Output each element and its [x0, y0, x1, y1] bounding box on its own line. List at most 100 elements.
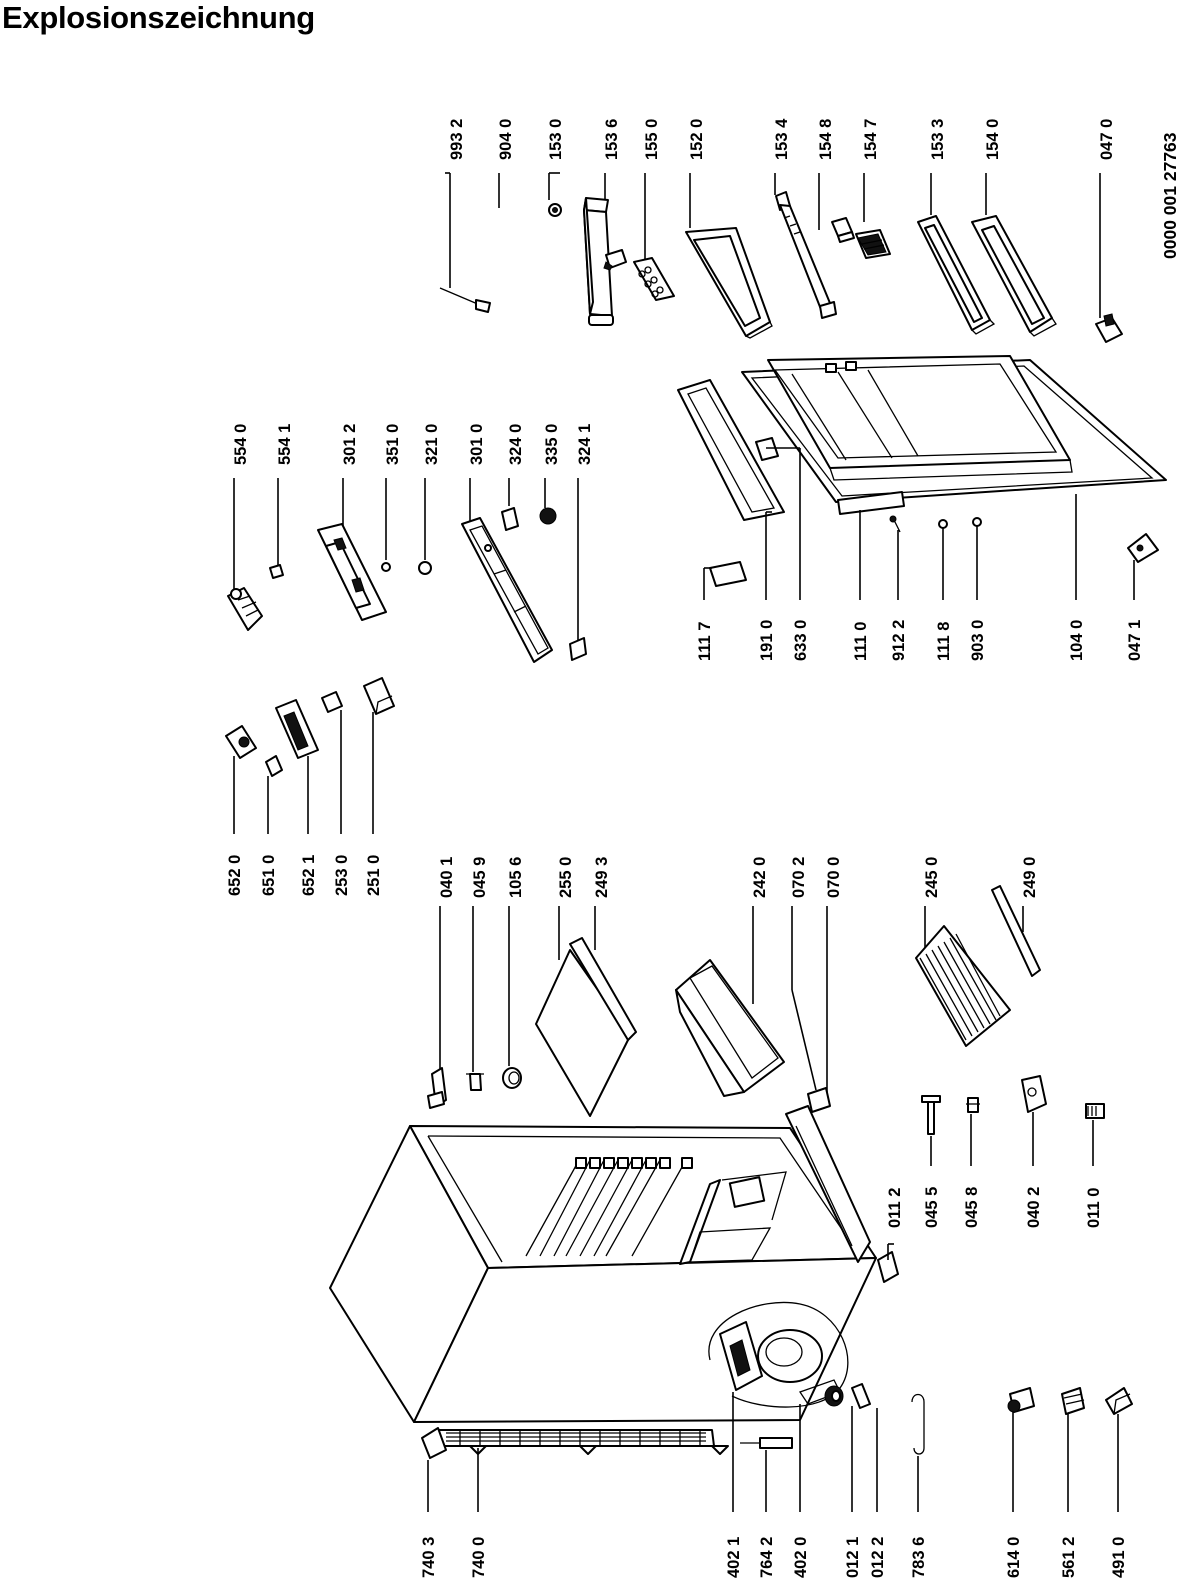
hinge-plate-part [1021, 1075, 1047, 1113]
thermostat-housing-part [317, 523, 387, 621]
compressor-part [757, 1329, 823, 1383]
sleeve-part [851, 1383, 871, 1409]
label-253-0: 253 0 [333, 855, 351, 896]
label-191-0: 191 0 [758, 620, 776, 661]
control-parts [225, 677, 395, 777]
glass-shelf-part [535, 949, 631, 1117]
label-row-cabinet: 040 1 045 9 105 6 255 0 249 3 242 0 070 … [438, 857, 1039, 898]
label-912-2: 912 2 [890, 620, 908, 661]
document-number: 0000 001 27763 [1160, 132, 1180, 259]
door-shelf-part [685, 227, 773, 339]
bottom-parts [911, 1387, 1133, 1455]
label-402-1: 402 1 [725, 1537, 743, 1578]
thermostat-parts [227, 507, 587, 663]
bottle-rail-part [775, 191, 837, 319]
wire-shelf-part [915, 925, 1011, 1047]
label-651-0: 651 0 [260, 855, 278, 896]
leader-lines-thermostat [233, 478, 579, 640]
drain-plug-part [807, 1087, 831, 1113]
label-633-0: 633 0 [792, 620, 810, 661]
thermostat-knob-part [227, 587, 263, 631]
screw-part [1085, 1103, 1105, 1119]
butter-lid-part [583, 197, 614, 326]
bulb-socket-part [381, 562, 391, 572]
label-993-2: 993 2 [448, 119, 466, 160]
label-154-8: 154 8 [817, 119, 835, 160]
label-301-2: 301 2 [341, 424, 359, 465]
leader-lines-hardware [887, 1112, 1094, 1260]
label-740-3: 740 3 [420, 1537, 438, 1578]
label-040-2: 040 2 [1025, 1187, 1043, 1228]
lamp-part [418, 561, 432, 575]
label-402-0: 402 0 [792, 1537, 810, 1578]
cable-clip-part [911, 1393, 925, 1455]
label-045-5: 045 5 [923, 1187, 941, 1228]
light-switch-part [501, 507, 519, 531]
label-652-0: 652 0 [226, 855, 244, 896]
screw-cap-part [265, 755, 283, 777]
label-652-1: 652 1 [300, 855, 318, 896]
label-554-0: 554 0 [232, 424, 250, 465]
long-shelf-part-a [917, 215, 996, 335]
label-104-0: 104 0 [1068, 620, 1086, 661]
fuse-part [1007, 1387, 1035, 1413]
foot-part [502, 1067, 522, 1089]
label-249-0: 249 0 [1021, 857, 1039, 898]
label-047-1: 047 1 [1126, 620, 1144, 661]
label-554-1: 554 1 [276, 424, 294, 465]
leader-lines-door [703, 447, 1135, 600]
label-740-0: 740 0 [470, 1537, 488, 1578]
grille-part [855, 229, 891, 259]
leader-lines-top [445, 172, 1101, 318]
label-070-2: 070 2 [790, 857, 808, 898]
crisper-drawer-part [675, 959, 785, 1097]
hardware-parts [921, 1075, 1105, 1135]
label-047-0: 047 0 [1098, 119, 1116, 160]
door-handle-part [837, 491, 905, 515]
label-153-3: 153 3 [929, 119, 947, 160]
label-764-2: 764 2 [758, 1537, 776, 1578]
label-561-2: 561 2 [1060, 1537, 1078, 1578]
label-154-0: 154 0 [984, 119, 1002, 160]
bolt-part [927, 1099, 935, 1135]
label-614-0: 614 0 [1005, 1537, 1023, 1578]
label-045-8: 045 8 [963, 1187, 981, 1228]
light-cover-part [461, 517, 553, 663]
label-111-8: 111 8 [935, 622, 953, 661]
label-245-0: 245 0 [923, 857, 941, 898]
sensor-wire-part [439, 287, 491, 313]
terminal-block-part [1061, 1387, 1085, 1415]
label-249-3: 249 3 [593, 857, 611, 898]
relay-part [321, 691, 343, 713]
label-251-0: 251 0 [365, 855, 383, 896]
condenser-clip-part [421, 1427, 447, 1459]
label-152-0: 152 0 [688, 119, 706, 160]
tab-part [755, 437, 779, 461]
label-491-0: 491 0 [1110, 1537, 1128, 1578]
label-153-4: 153 4 [773, 118, 791, 160]
label-045-9: 045 9 [471, 857, 489, 898]
pin-part [469, 1073, 482, 1091]
label-011-2: 011 2 [886, 1188, 904, 1228]
shelf-rod-part [991, 885, 1041, 977]
label-012-2: 012 2 [869, 1537, 887, 1578]
leader-lines-bottom [427, 1392, 1119, 1512]
switch-bracket-part [569, 637, 587, 661]
cabinet-small-parts [427, 885, 1041, 1117]
badge-part [709, 561, 747, 587]
label-153-0: 153 0 [547, 119, 565, 160]
label-904-0: 904 0 [497, 119, 515, 160]
label-903-0: 903 0 [969, 620, 987, 661]
clip-part [603, 249, 627, 271]
spacer-part [967, 1097, 979, 1113]
cover-part [1105, 1387, 1133, 1415]
starter-part [363, 677, 395, 715]
dryer-part [759, 1437, 793, 1449]
electrical-box-part [719, 1321, 763, 1391]
knob-part [548, 203, 562, 217]
label-row-top: 993 2 904 0 153 0 153 6 155 0 152 0 153 … [448, 118, 1116, 160]
shelf-trim-part [569, 937, 637, 1041]
label-row-door: 111 7 191 0 633 0 111 0 912 2 111 8 903 … [696, 620, 1144, 661]
label-242-0: 242 0 [751, 857, 769, 898]
